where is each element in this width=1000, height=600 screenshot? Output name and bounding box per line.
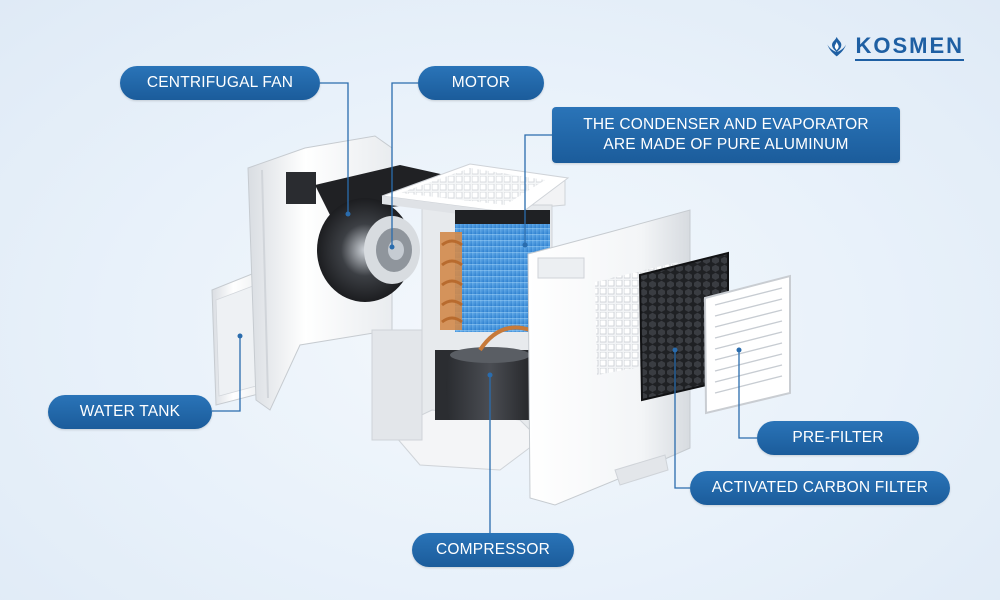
label-motor: MOTOR (418, 66, 544, 100)
label-condenser-line2: ARE MADE OF PURE ALUMINUM (603, 136, 849, 153)
leader-pre-filter (738, 350, 757, 439)
leader-centrifugal-fan (320, 82, 349, 214)
pre-filter-part (703, 274, 791, 415)
label-pre-filter: PRE-FILTER (757, 421, 919, 455)
brand-name: KOSMEN (855, 33, 964, 61)
label-activated-carbon-filter: ACTIVATED CARBON FILTER (690, 471, 950, 505)
label-motor-text: MOTOR (451, 74, 511, 91)
label-activated-carbon-filter-text: ACTIVATED CARBON FILTER (711, 479, 929, 496)
flame-logo-icon (827, 36, 847, 57)
leader-lines (212, 82, 757, 533)
brand-logo: KOSMEN (824, 30, 964, 64)
label-water-tank: WATER TANK (48, 395, 212, 429)
label-water-tank-text: WATER TANK (79, 403, 181, 420)
leader-water-tank (212, 336, 241, 412)
leader-motor (391, 82, 418, 247)
label-pre-filter-text: PRE-FILTER (792, 429, 884, 446)
label-compressor: COMPRESSOR (412, 533, 574, 567)
label-centrifugal-fan-text: CENTRIFUGAL FAN (146, 74, 294, 91)
label-compressor-text: COMPRESSOR (436, 541, 550, 558)
leader-condenser (524, 134, 552, 245)
leader-endpoints (237, 211, 742, 378)
label-condenser-evaporator: THE CONDENSER AND EVAPORATOR ARE MADE OF… (552, 107, 900, 163)
label-centrifugal-fan: CENTRIFUGAL FAN (120, 66, 320, 100)
label-condenser-line1: THE CONDENSER AND EVAPORATOR (583, 116, 869, 133)
leader-carbon-filter (674, 350, 690, 489)
